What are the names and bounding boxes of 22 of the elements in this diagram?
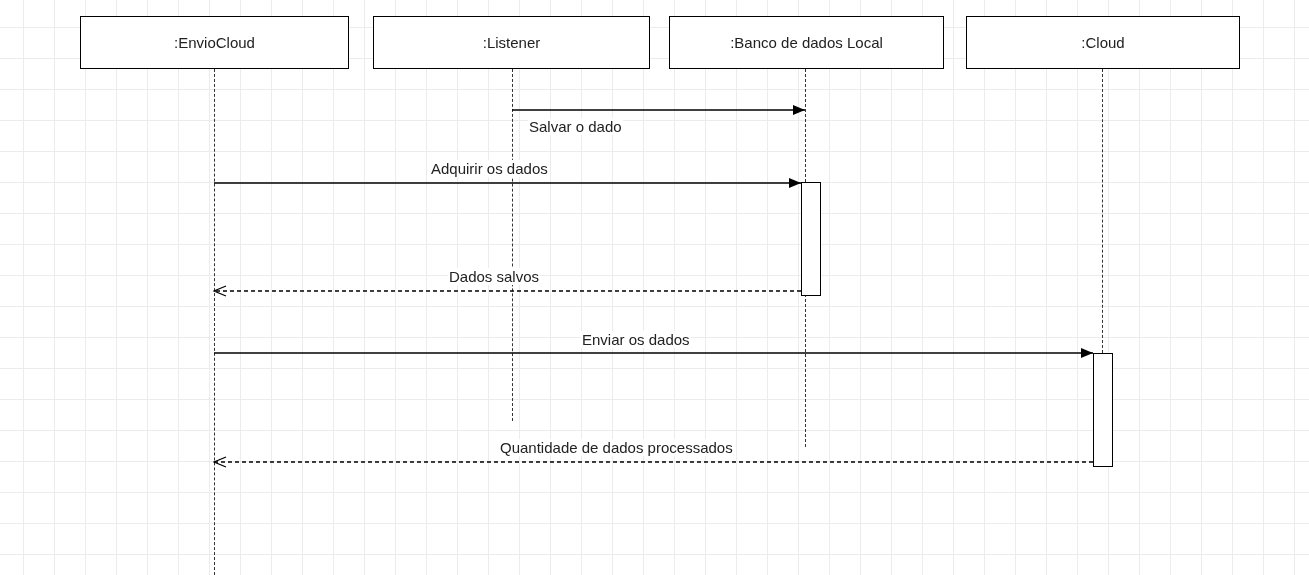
participant-name: :Banco de dados Local xyxy=(730,34,883,51)
message-arrow xyxy=(213,178,802,188)
lifeline xyxy=(1102,69,1103,353)
participant-box xyxy=(966,16,1240,69)
message-arrow xyxy=(213,348,1094,358)
edge-label: Enviar os dados xyxy=(581,331,691,348)
return-message-arrow xyxy=(213,285,802,297)
edge-label: Adquirir os dados xyxy=(430,160,549,177)
participant-name: :Listener xyxy=(482,34,541,51)
participant-name: :EnvioCloud xyxy=(174,34,255,51)
activation-bar xyxy=(1093,353,1113,467)
edge-label: Salvar o dado xyxy=(528,118,623,135)
participant-box xyxy=(669,16,944,69)
return-message-arrow xyxy=(213,456,1094,468)
lifeline xyxy=(214,69,215,575)
participant-box xyxy=(80,16,349,69)
edge-label: Quantidade de dados processados xyxy=(499,439,734,456)
edge-label: Dados salvos xyxy=(448,268,541,285)
message-arrow xyxy=(511,105,806,115)
participant-name: :Cloud xyxy=(1081,34,1125,51)
activation-bar xyxy=(801,182,821,296)
participant-box xyxy=(373,16,650,69)
